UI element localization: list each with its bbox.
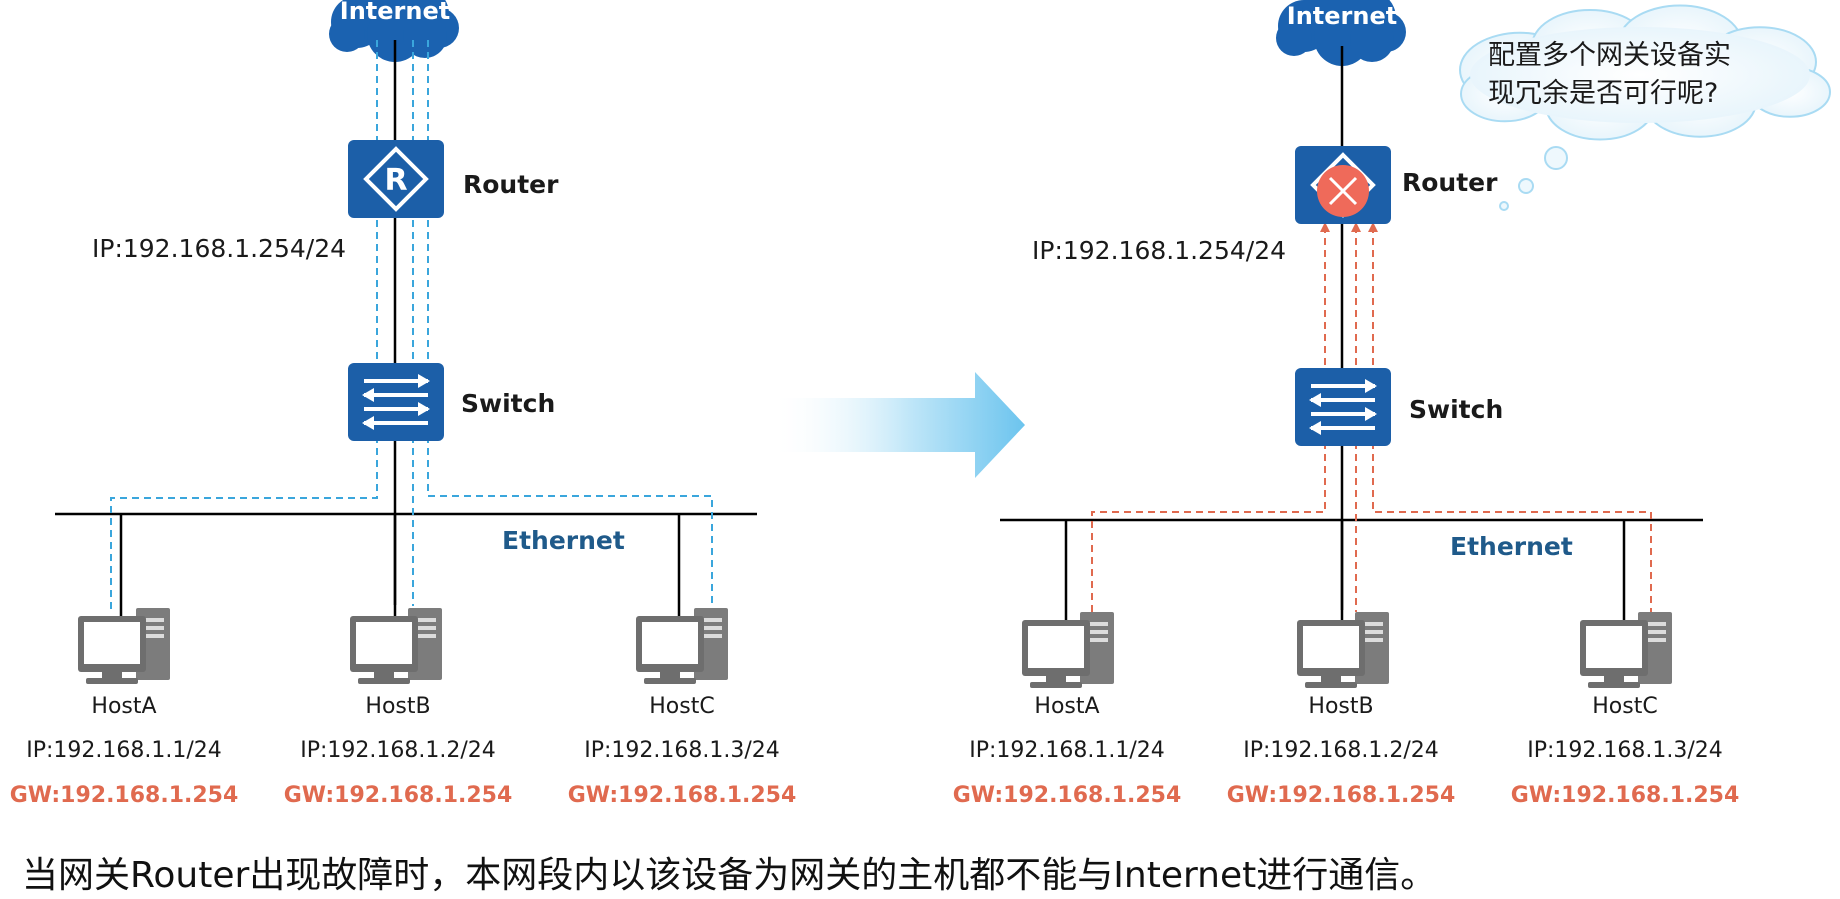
thought-bubble-line-1: 配置多个网关设备实 xyxy=(1488,40,1731,71)
internet-label-right: Internet xyxy=(1286,2,1398,30)
internet-label-left: Internet xyxy=(339,0,451,25)
switch-label-right: Switch xyxy=(1409,395,1504,424)
transition-arrow-icon xyxy=(770,372,1025,478)
computer-icon-right-b xyxy=(1297,612,1389,688)
path-hostc-left xyxy=(427,40,713,606)
router-ip-left: IP:192.168.1.254/24 xyxy=(92,234,347,263)
computer-icon-left-b xyxy=(350,608,442,684)
host-ip-right-c: IP:192.168.1.3/24 xyxy=(1527,738,1723,763)
router-label-left: Router xyxy=(463,170,559,199)
host-name-right-a: HostA xyxy=(1034,694,1100,719)
switch-icon-right xyxy=(1295,368,1391,446)
host-name-right-c: HostC xyxy=(1592,694,1658,719)
host-ip-right-b: IP:192.168.1.2/24 xyxy=(1243,738,1439,763)
path-hosta-left xyxy=(110,40,378,610)
router-label-right: Router xyxy=(1402,168,1498,197)
path-hostc-right xyxy=(1372,226,1652,612)
host-name-left-b: HostB xyxy=(365,694,431,719)
host-ip-left-a: IP:192.168.1.1/24 xyxy=(26,738,222,763)
ethernet-label-left: Ethernet xyxy=(502,526,625,555)
host-gw-right-a: GW:192.168.1.254 xyxy=(952,783,1182,808)
thought-bubble-line-2: 现冗余是否可行呢? xyxy=(1488,78,1719,109)
host-ip-right-a: IP:192.168.1.1/24 xyxy=(969,738,1165,763)
path-arrowhead-right-2 xyxy=(1368,222,1378,232)
host-gw-left-c: GW:192.168.1.254 xyxy=(567,783,797,808)
host-gw-left-b: GW:192.168.1.254 xyxy=(283,783,513,808)
switch-label-left: Switch xyxy=(461,389,556,418)
computer-icon-right-c xyxy=(1580,612,1672,688)
switch-icon-left xyxy=(348,363,444,441)
thought-bubble-icon xyxy=(1459,4,1831,211)
slide-caption: 当网关Router出现故障时，本网段内以该设备为网关的主机都不能与Interne… xyxy=(22,855,1437,896)
ethernet-label-right: Ethernet xyxy=(1450,532,1573,561)
host-ip-left-c: IP:192.168.1.3/24 xyxy=(584,738,780,763)
router-icon-right xyxy=(1295,146,1391,224)
host-gw-right-b: GW:192.168.1.254 xyxy=(1226,783,1456,808)
host-ip-left-b: IP:192.168.1.2/24 xyxy=(300,738,496,763)
host-gw-right-c: GW:192.168.1.254 xyxy=(1510,783,1740,808)
path-hosta-right xyxy=(1091,226,1326,614)
computer-icon-right-a xyxy=(1022,612,1114,688)
path-arrowhead-right-0 xyxy=(1320,222,1330,232)
path-arrowhead-right-1 xyxy=(1351,222,1361,232)
host-gw-left-a: GW:192.168.1.254 xyxy=(9,783,239,808)
host-name-left-c: HostC xyxy=(649,694,715,719)
host-name-right-b: HostB xyxy=(1308,694,1374,719)
cloud-icon-right xyxy=(1276,0,1406,66)
computer-icon-left-c xyxy=(636,608,728,684)
svg-text:R: R xyxy=(384,163,407,198)
router-icon-left: R xyxy=(348,140,444,218)
host-name-left-a: HostA xyxy=(91,694,157,719)
computer-icon-left-a xyxy=(78,608,170,684)
router-ip-right: IP:192.168.1.254/24 xyxy=(1032,236,1287,265)
